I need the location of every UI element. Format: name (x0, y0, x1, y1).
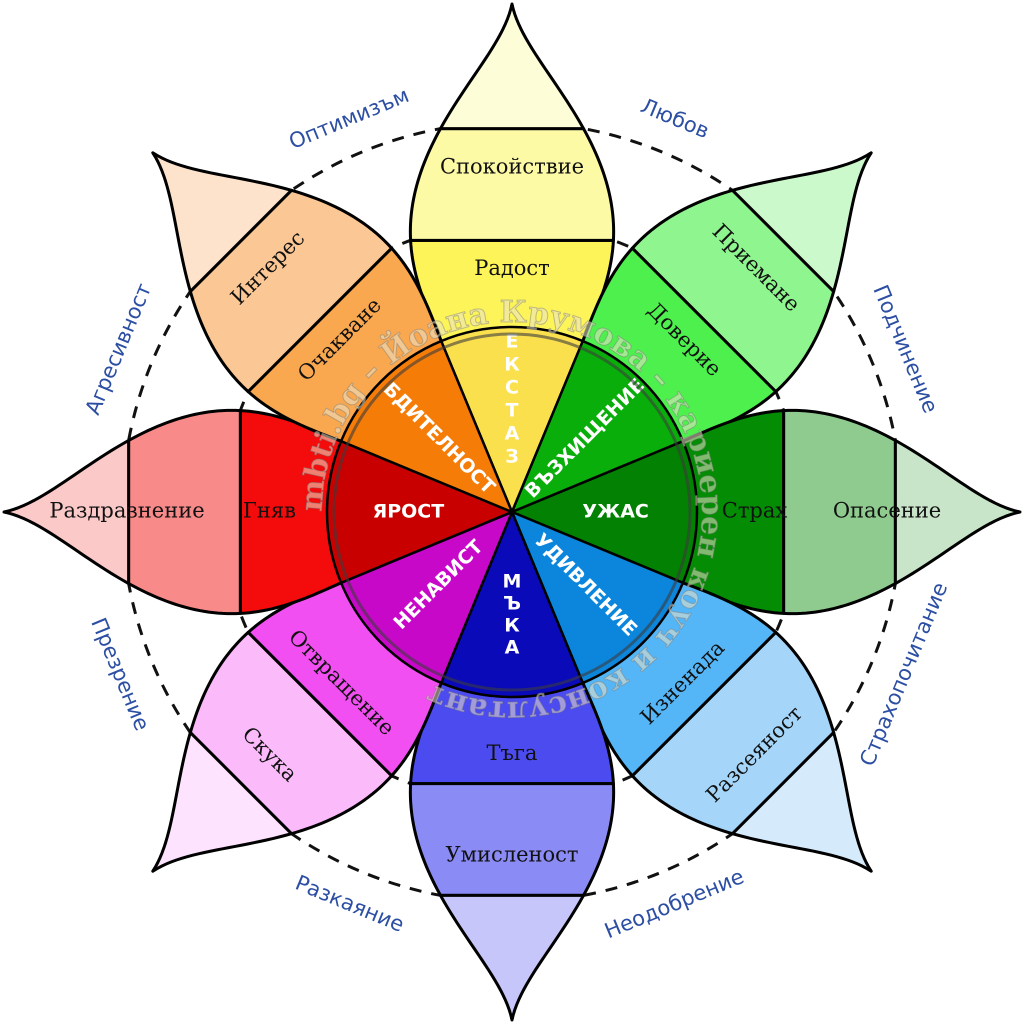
emotion-label-mid: Страх (722, 499, 788, 523)
petal-4 (408, 681, 616, 1022)
core-label-letter: З (505, 446, 519, 468)
core-wedge-7 (339, 339, 515, 515)
core-label-letter: А (505, 637, 520, 659)
petal-segment-tip (151, 731, 293, 873)
petal-6 (2, 408, 343, 616)
emotion-label-mid: Радост (474, 256, 550, 280)
core-wedge-2 (508, 439, 699, 585)
core-wedge-3 (509, 509, 685, 685)
petal-0 (408, 2, 616, 343)
emotion-label-outer: Спокойствие (440, 155, 584, 179)
core-label-letter: К (504, 354, 520, 376)
petal-segment-tip (438, 2, 586, 131)
petal-segment-tip (731, 151, 873, 293)
petal-segment-tip (893, 438, 1022, 586)
petal-segment-tip (151, 151, 293, 293)
core-wedge-6 (325, 439, 516, 585)
emotion-label-mid: Тъга (487, 741, 538, 765)
petal-segment-outer (408, 782, 616, 897)
petal-segment-tip (2, 438, 131, 586)
dyad-label: Оптимизъм (285, 83, 412, 154)
core-label-letter: А (505, 423, 520, 445)
petal-segment-tip (731, 731, 873, 873)
core-label: ЯРОСТ (373, 501, 445, 523)
dyad-label: Разкаяние (292, 871, 408, 937)
dyad-label: Неодобрение (601, 864, 747, 943)
dyad-label: Агресивност (81, 280, 157, 418)
petal-segment-outer (408, 127, 616, 242)
dyad-label: Любов (637, 94, 712, 144)
petal-segment-tip (438, 893, 586, 1022)
core-label-letter: Ъ (503, 593, 521, 615)
core-label-letter: Т (506, 400, 519, 422)
dyad-label: Подчинение (868, 281, 942, 416)
core-label-letter: С (505, 377, 519, 399)
dyad-label: Страхопочитание (855, 579, 952, 770)
core-label-letter: К (504, 615, 520, 637)
watermark-ring (332, 332, 692, 692)
core-wedge-5 (339, 509, 515, 685)
core-wedge-1 (509, 339, 685, 515)
emotion-label-outer: Раздразнение (49, 499, 204, 523)
core-wedge-0 (439, 325, 585, 516)
emotion-label-mid: Гняв (243, 499, 296, 523)
core-layer (325, 325, 699, 699)
core-label-letter: Е (506, 331, 519, 353)
petal-7 (151, 151, 443, 443)
petal-2 (681, 408, 1022, 616)
emotion-label-outer: Опасение (833, 499, 941, 523)
core-label-letter: М (503, 571, 522, 593)
core-wedge-4 (439, 508, 585, 699)
dyad-label: Презрение (86, 614, 154, 734)
petal-1 (581, 151, 873, 443)
petal-5 (151, 581, 443, 873)
emotion-label-outer: Умисленост (445, 843, 578, 867)
core-label: УЖАС (582, 501, 649, 523)
